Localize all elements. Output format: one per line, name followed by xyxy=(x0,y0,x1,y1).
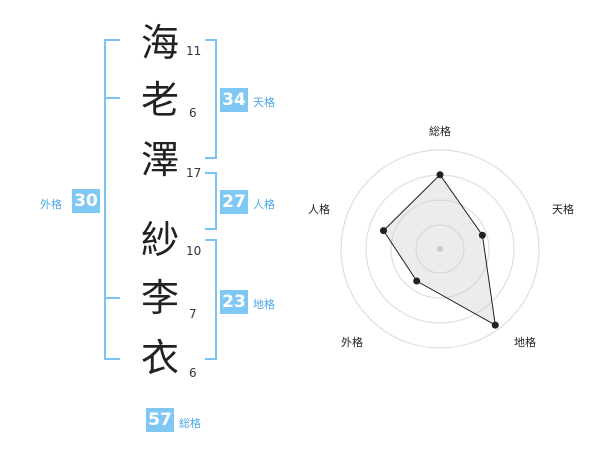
gaikaku-bracket xyxy=(104,39,120,360)
radar-ring-2 xyxy=(390,199,490,299)
chikaku-label: 地格 xyxy=(253,298,275,311)
gaikaku-mid-tick-2 xyxy=(104,297,120,299)
gaikaku-mid-tick-1 xyxy=(104,97,120,99)
stroke-count-6: 6 xyxy=(189,366,197,380)
radar-ring-1 xyxy=(415,224,465,274)
radar-series xyxy=(380,171,499,329)
axis-label-gaikaku: 外格 xyxy=(341,335,363,349)
name-char-2: 老 xyxy=(140,78,179,122)
chikaku-bracket xyxy=(205,239,217,360)
axis-label-tenkaku: 天格 xyxy=(552,202,574,216)
radar-series-polygon xyxy=(382,174,496,327)
soukaku-label: 総格 xyxy=(179,417,201,430)
axis-label-chikaku: 地格 xyxy=(514,335,536,349)
jinkaku-label: 人格 xyxy=(253,198,275,211)
radar-point-2 xyxy=(478,231,486,239)
stroke-count-2: 6 xyxy=(189,106,197,120)
tenkaku-badge: 34 xyxy=(220,88,248,112)
tenkaku-label: 天格 xyxy=(253,96,275,109)
radar-center-dot xyxy=(437,246,443,252)
name-char-4: 紗 xyxy=(140,218,179,262)
axis-label-jinkaku: 人格 xyxy=(308,202,330,216)
axis-label-soukaku: 総格 xyxy=(429,124,451,138)
radar-point-4 xyxy=(413,277,421,285)
jinkaku-bracket xyxy=(205,172,217,230)
stroke-count-3: 17 xyxy=(186,166,202,180)
jinkaku-badge: 27 xyxy=(220,190,248,214)
chikaku-badge: 23 xyxy=(220,290,248,314)
radar-point-3 xyxy=(491,321,499,329)
gaikaku-badge: 30 xyxy=(72,189,100,213)
name-char-1: 海 xyxy=(140,21,179,65)
radar-point-1 xyxy=(436,171,444,179)
stroke-count-1: 11 xyxy=(186,44,202,58)
soukaku-badge: 57 xyxy=(146,408,174,432)
radar-point-5 xyxy=(380,227,388,235)
name-char-5: 李 xyxy=(140,276,179,320)
name-char-3: 澤 xyxy=(140,138,179,182)
name-char-6: 衣 xyxy=(140,336,179,380)
radar-ring-4 xyxy=(340,149,540,349)
gaikaku-label: 外格 xyxy=(40,198,62,211)
stroke-count-5: 7 xyxy=(189,307,197,321)
tenkaku-bracket xyxy=(205,39,217,159)
stroke-count-4: 10 xyxy=(186,244,202,258)
